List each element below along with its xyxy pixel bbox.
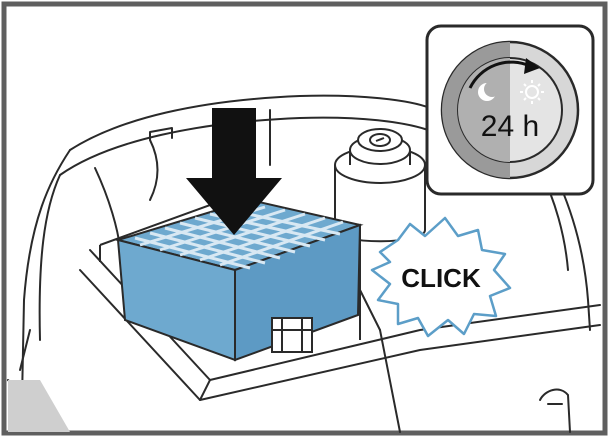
- click-burst-icon: CLICK: [370, 216, 512, 338]
- down-arrow-icon: [186, 108, 282, 235]
- timer-label: 24 h: [481, 110, 539, 143]
- appliance-housing: [7, 94, 601, 433]
- filter-cartridge: [114, 198, 364, 362]
- timer-inset: 24 h: [425, 24, 595, 196]
- filter-latch: [271, 317, 313, 353]
- click-label: CLICK: [401, 263, 481, 293]
- housing-shadow: [8, 380, 70, 432]
- clock-cycle-arrow-icon: [468, 60, 531, 89]
- tank-cap: [334, 128, 426, 243]
- sun-icon: [520, 80, 544, 104]
- moon-icon: [478, 81, 500, 101]
